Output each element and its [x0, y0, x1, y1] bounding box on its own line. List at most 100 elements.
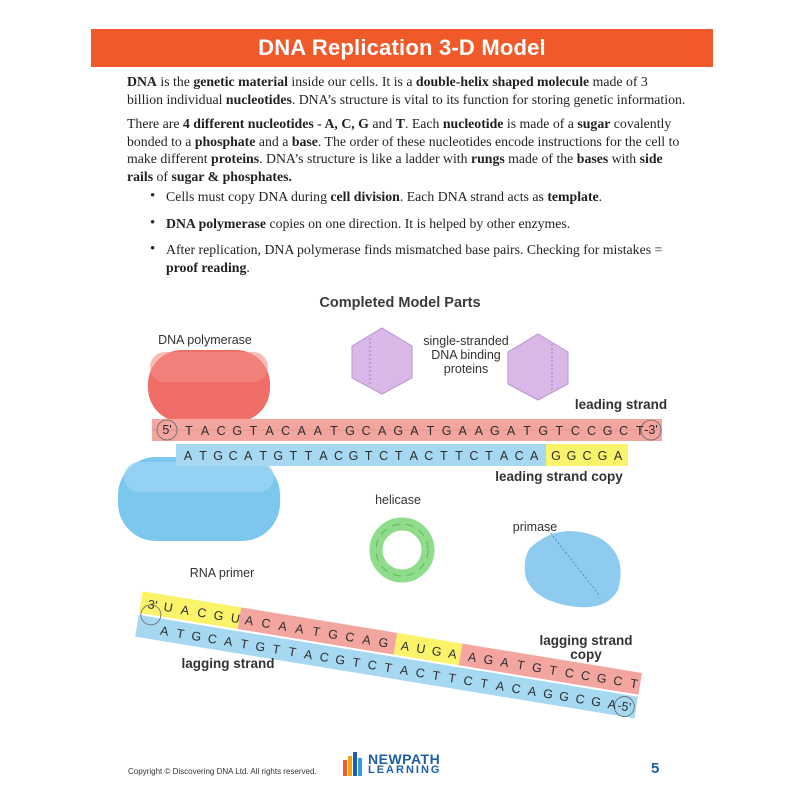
- primase-shape: [524, 529, 621, 608]
- nucleotide-base: C: [379, 449, 388, 463]
- primer-base: C: [196, 605, 207, 620]
- nucleotide-base: T: [555, 424, 563, 438]
- nucleotide-base: G: [542, 686, 554, 701]
- nucleotide-base: G: [393, 424, 403, 438]
- label-lagging-copy-line2: copy: [570, 647, 602, 662]
- nucleotide-base: C: [334, 449, 343, 463]
- bullet-list: Cells must copy DNA during cell division…: [148, 188, 688, 285]
- nucleotide-base: T: [636, 424, 644, 438]
- nucleotide-base: C: [463, 673, 474, 688]
- label-dna-polymerase: DNA polymerase: [158, 333, 252, 347]
- nucleotide-base: T: [440, 449, 448, 463]
- nucleotide-base: C: [619, 424, 628, 438]
- nucleotide-base: T: [199, 449, 207, 463]
- nucleotide-base: G: [190, 629, 202, 644]
- nucleotide-base: T: [305, 449, 313, 463]
- primer-base: G: [431, 644, 443, 659]
- nucleotide-base: T: [447, 671, 457, 686]
- nucleotide-base: C: [362, 424, 371, 438]
- nucleotide-base: T: [259, 449, 267, 463]
- nucleotide-base: T: [330, 424, 338, 438]
- nucleotide-base: C: [229, 449, 238, 463]
- nucleotide-base: G: [213, 449, 223, 463]
- copyright-text: Copyright © Discovering DNA Ltd. All rig…: [128, 767, 317, 776]
- nucleotide-base: A: [319, 449, 328, 463]
- nucleotide-base: A: [244, 613, 255, 628]
- book-logo-icon: [343, 752, 362, 776]
- nucleotide-base: A: [244, 449, 253, 463]
- helicase-ring: [369, 517, 435, 583]
- nucleotide-base: A: [314, 424, 323, 438]
- nucleotide-base: A: [410, 424, 419, 438]
- nucleotide-base: G: [442, 424, 452, 438]
- nucleotide-base: C: [319, 650, 330, 665]
- nucleotide-base: G: [254, 639, 266, 654]
- label-ssb-line3: proteins: [443, 362, 489, 376]
- nucleotide-base: T: [485, 449, 493, 463]
- nucleotide-base: C: [281, 424, 290, 438]
- nucleotide-base: A: [201, 424, 210, 438]
- nucleotide-base: T: [455, 449, 463, 463]
- primer-base: U: [230, 611, 241, 626]
- nucleotide-base: T: [287, 645, 297, 660]
- nucleotide-base: A: [410, 449, 419, 463]
- nucleotide-base: C: [587, 424, 596, 438]
- nucleotide-base: G: [232, 424, 242, 438]
- intro-paragraph-1: DNA is the genetic material inside our c…: [127, 74, 686, 107]
- title-banner: DNA Replication 3-D Model: [91, 29, 713, 67]
- label-lagging-strand: lagging strand: [181, 656, 275, 671]
- nucleotide-base: G: [377, 635, 389, 650]
- nucleotide-base: A: [159, 624, 170, 639]
- nucleotide-base: G: [490, 424, 500, 438]
- label-primase: primase: [512, 520, 558, 534]
- nucleotide-base: C: [424, 449, 433, 463]
- nucleotide-base: G: [482, 652, 494, 667]
- bullet-item: Cells must copy DNA during cell division…: [148, 188, 688, 206]
- nucleotide-base: C: [344, 630, 355, 645]
- primer-base: G: [213, 608, 225, 623]
- nucleotide-base: A: [507, 424, 516, 438]
- logo-line1: NEWPATH: [368, 751, 441, 767]
- nucleotide-base: T: [548, 663, 558, 678]
- nucleotide-base: A: [459, 424, 468, 438]
- nucleotide-base: T: [175, 626, 185, 641]
- nucleotide-base: A: [467, 650, 478, 665]
- nucleotide-base: A: [399, 663, 410, 678]
- nucleotide-base: A: [527, 684, 538, 699]
- nucleotide-base: G: [590, 694, 602, 709]
- strand-end-3prime: -3': [644, 423, 658, 437]
- nucleotide-base: T: [351, 655, 361, 670]
- nucleotide-base: C: [571, 424, 580, 438]
- figure-title: Completed Model Parts: [319, 295, 481, 311]
- primer-base: G: [567, 449, 577, 463]
- nucleotide-base: C: [260, 616, 271, 631]
- nucleotide-base: T: [185, 424, 193, 438]
- nucleotide-base: G: [334, 652, 346, 667]
- label-ssb-line2: DNA binding: [431, 348, 501, 362]
- nucleotide-base: G: [603, 424, 613, 438]
- nucleotide-base: C: [217, 424, 226, 438]
- label-helicase: helicase: [375, 493, 421, 507]
- primer-base: U: [163, 600, 174, 615]
- nucleotide-base: G: [345, 424, 355, 438]
- label-lagging-strand-copy: lagging strand copy: [536, 634, 636, 662]
- dna-polymerase-red: [148, 350, 270, 422]
- nucleotide-base: T: [629, 676, 639, 691]
- primer-base: G: [551, 449, 561, 463]
- nucleotide-base: A: [495, 679, 506, 694]
- dna-polymerase-blue: [118, 457, 280, 541]
- primer-base: A: [400, 639, 411, 654]
- label-lagging-copy-line1: lagging strand: [539, 633, 633, 648]
- label-leading-strand: leading strand: [574, 397, 668, 412]
- nucleotide-base: A: [475, 424, 484, 438]
- nucleotide-base: C: [564, 666, 575, 681]
- nucleotide-base: C: [612, 674, 623, 689]
- nucleotide-base: C: [415, 666, 426, 681]
- label-ssb-line1: single-stranded: [423, 334, 509, 348]
- label-leading-strand-copy: leading strand copy: [495, 469, 623, 484]
- nucleotide-base: C: [469, 449, 478, 463]
- nucleotide-base: T: [395, 449, 403, 463]
- primer-base: G: [598, 449, 608, 463]
- strand-end-3prime: 3': [147, 597, 158, 612]
